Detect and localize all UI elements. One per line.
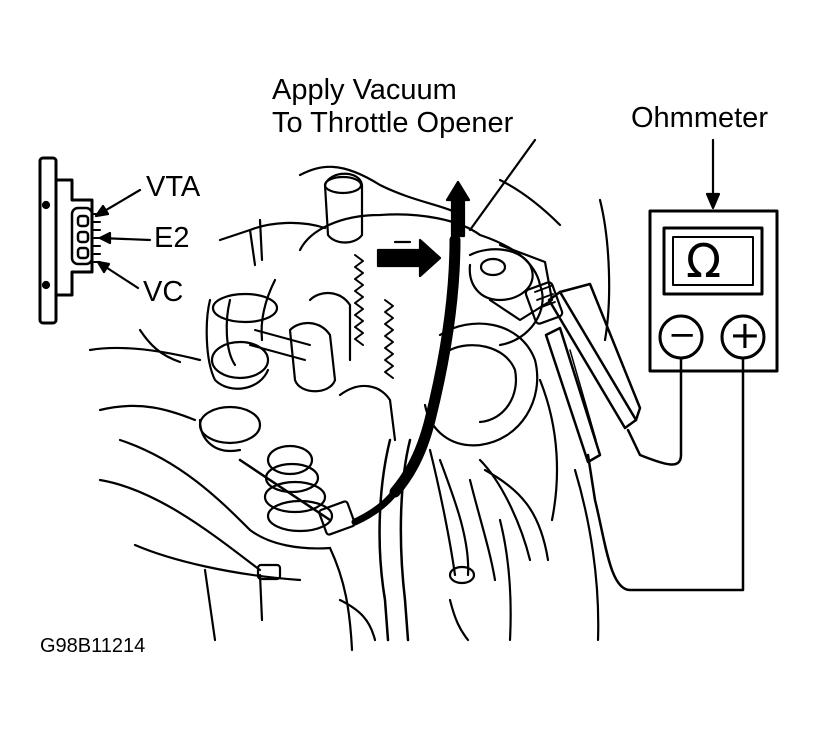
- vta-label: VTA: [146, 171, 201, 203]
- vacuum-hose: [351, 180, 471, 526]
- terminal-pointers: [94, 188, 152, 290]
- ohm-symbol-icon: Ω: [686, 234, 722, 288]
- ohmmeter-pointer: [705, 138, 721, 210]
- plus-icon: +: [729, 313, 761, 357]
- vc-terminal: [76, 246, 90, 260]
- vta-terminal: [76, 214, 90, 228]
- vc-label: VC: [143, 276, 184, 308]
- apply-vacuum-label-line1: Apply Vacuum: [272, 74, 457, 106]
- e2-label: E2: [154, 222, 190, 254]
- test-leads: [544, 282, 745, 592]
- minus-icon: −: [668, 315, 697, 355]
- throttle-body-sketch: [88, 165, 611, 652]
- ohmmeter-display: [662, 226, 764, 296]
- vacuum-leader: [393, 138, 537, 244]
- throttle-opener-arrow: [376, 238, 442, 278]
- sensor-connector: [38, 156, 101, 325]
- apply-vacuum-label-line2: To Throttle Opener: [272, 107, 514, 139]
- e2-terminal: [76, 230, 90, 244]
- ohmmeter-label: Ohmmeter: [631, 102, 768, 134]
- figure-code: G98B11214: [40, 635, 146, 657]
